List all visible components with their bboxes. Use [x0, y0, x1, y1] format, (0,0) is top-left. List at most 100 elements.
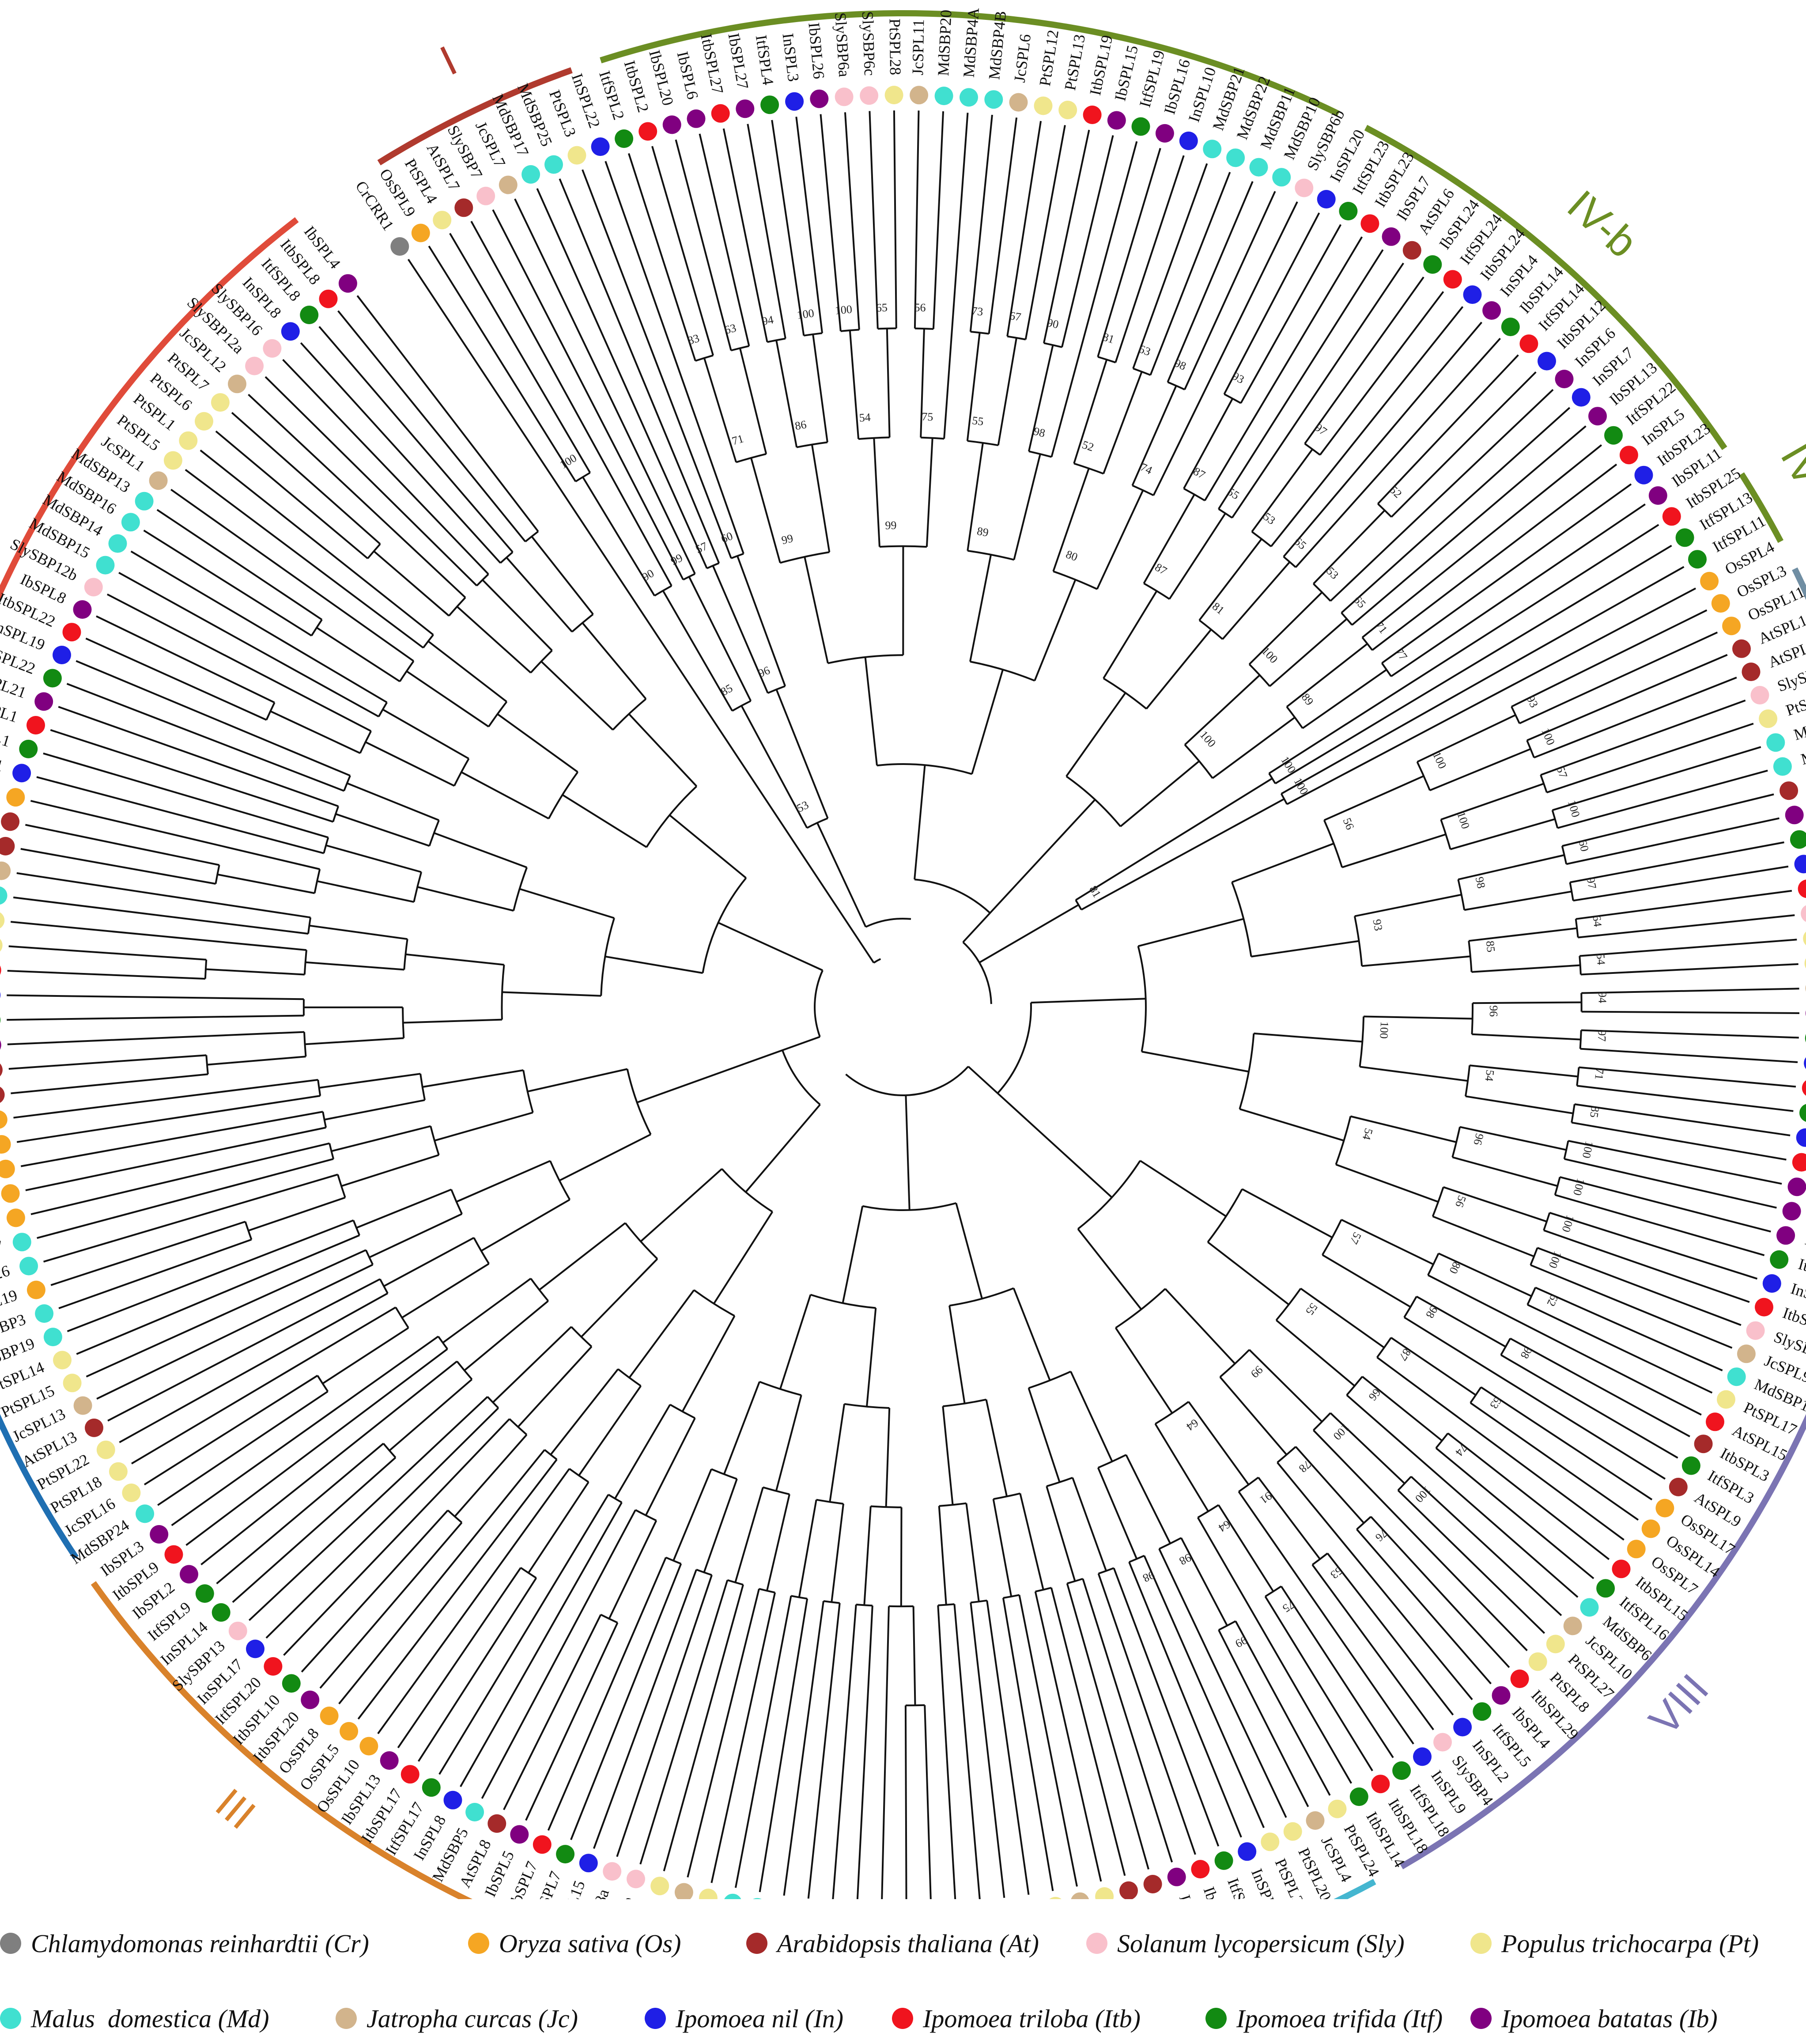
branch: [456, 606, 532, 674]
branch: [775, 689, 829, 819]
branch: [185, 469, 424, 649]
branch: [1204, 236, 1363, 501]
species-dot: [1563, 1616, 1582, 1635]
species-dot: [1799, 1104, 1806, 1122]
species-dot: [1700, 572, 1719, 590]
bootstrap-value: 90: [1046, 316, 1060, 331]
branch: [988, 117, 1018, 334]
bootstrap-value: 93: [1370, 918, 1385, 932]
bootstrap-value: 100: [1377, 1021, 1391, 1039]
bootstrap-value: 80: [1447, 1260, 1463, 1276]
branch: [1397, 1489, 1545, 1634]
branch-arc: [1007, 335, 1026, 341]
branch: [1376, 1356, 1625, 1541]
species-dot: [1249, 158, 1268, 177]
branch: [1459, 1126, 1567, 1151]
species-dot: [1655, 1499, 1674, 1518]
bootstrap-value: 90: [640, 567, 656, 583]
legend-species-jc: Jatropha curcas: [366, 2004, 532, 2033]
branch: [1034, 579, 1077, 681]
clade-arc: [0, 217, 299, 600]
species-dot: [687, 109, 706, 128]
branch: [937, 1605, 956, 1899]
branch: [713, 1211, 773, 1304]
clade-arc: [600, 10, 1340, 117]
branch-clade-stem: [905, 1095, 911, 1210]
species-dot: [1191, 1860, 1210, 1879]
species-dot: [1119, 1881, 1138, 1899]
branch-arc: [352, 1220, 360, 1236]
branch: [216, 1442, 384, 1585]
branch: [1286, 587, 1696, 805]
legend-abbr-pt: (Pt): [1719, 1929, 1759, 1958]
species-dot: [212, 1603, 230, 1622]
bootstrap-value: 71: [1592, 1067, 1606, 1080]
branch-arc: [303, 1032, 307, 1057]
species-dot: [510, 1825, 529, 1844]
branch: [1564, 1158, 1777, 1209]
species-dot: [390, 237, 409, 256]
species-dot: [1803, 931, 1806, 946]
branch: [7, 994, 304, 1000]
bootstrap-value: 99: [1248, 1363, 1266, 1381]
branch: [1152, 201, 1298, 496]
species-dot: [1627, 1540, 1646, 1559]
branch: [1472, 1033, 1581, 1041]
branch-arc: [428, 820, 440, 846]
legend-item-itf: Ipomoea trifida (Itf): [1205, 1999, 1443, 2038]
species-dot: [0, 886, 8, 905]
bootstrap-value: 71: [730, 432, 745, 447]
branch: [873, 438, 880, 547]
leaf-label: PtSPL28: [886, 19, 904, 75]
branch: [1251, 940, 1359, 958]
branch: [1519, 631, 1718, 724]
legend-abbr-itb: (Itb): [1095, 2004, 1141, 2033]
species-dot: [1328, 1799, 1347, 1818]
branch: [605, 161, 744, 554]
species-dot: [228, 375, 246, 394]
branch: [156, 509, 323, 621]
branch: [86, 1249, 366, 1378]
branch-arc: [1341, 612, 1353, 626]
species-dot: [1776, 1226, 1795, 1245]
branch: [1404, 1316, 1666, 1480]
branch: [1125, 1454, 1171, 1544]
branch-backbone-arc: [914, 878, 991, 914]
bootstrap-value: 57: [1554, 765, 1570, 780]
branch-arc: [1468, 941, 1473, 972]
species-dot: [1203, 140, 1222, 159]
leaf-label: ItfSPL19: [1136, 48, 1168, 109]
species-dot: [164, 1545, 183, 1564]
species-dot: [1773, 757, 1792, 776]
legend-item-in: Ipomoea nil (In): [645, 1999, 843, 2038]
clade-label: VIII: [1640, 1665, 1718, 1744]
branch: [804, 556, 829, 664]
branch: [325, 844, 422, 873]
branch-clade-stem: [979, 904, 1079, 964]
legend-species-at: Arabidopsis thaliana: [777, 1929, 993, 1958]
branch: [1438, 1253, 1532, 1297]
branch: [1018, 1594, 1078, 1887]
branch-arc: [1053, 570, 1098, 590]
branch: [1219, 1376, 1288, 1456]
branch: [1580, 963, 1798, 976]
branch: [1050, 1587, 1126, 1876]
bootstrap-value: 99: [1233, 1634, 1250, 1650]
branch: [1081, 798, 1285, 911]
branch: [640, 1168, 723, 1242]
bootstrap-value: 60: [1576, 839, 1591, 853]
species-dot: [1780, 781, 1798, 800]
bootstrap-value: 52: [1081, 438, 1096, 454]
branch: [662, 590, 733, 712]
branch-arc: [487, 1396, 499, 1409]
species-dot: [1641, 1519, 1660, 1538]
species-dot: [12, 1233, 31, 1252]
species-dot: [591, 137, 610, 156]
branch: [1323, 775, 1424, 821]
species-dot: [1737, 1344, 1756, 1363]
branch: [1581, 1011, 1800, 1014]
branch-arc: [544, 1449, 558, 1461]
branch: [1164, 1288, 1236, 1364]
species-dot: [1083, 106, 1102, 124]
species-dot: [1, 1184, 20, 1203]
